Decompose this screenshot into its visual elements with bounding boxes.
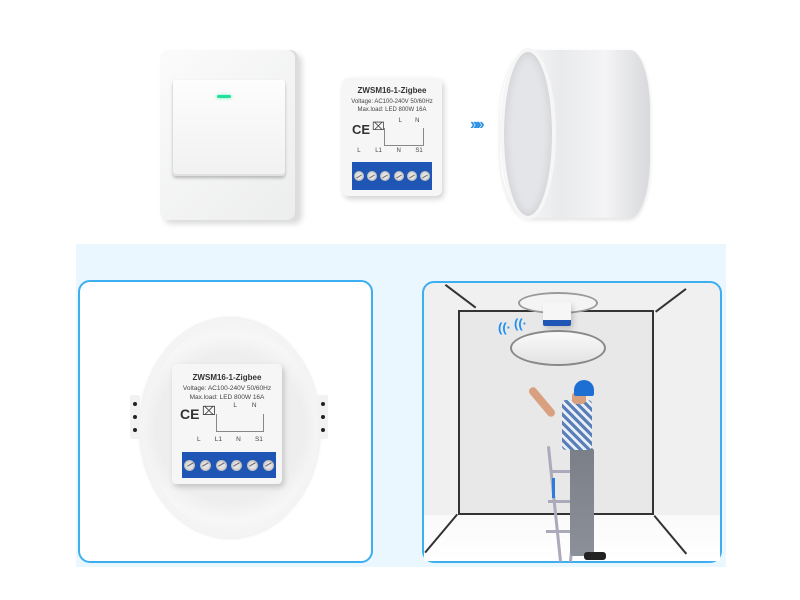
module-voltage: Voltage: AC100-240V 50/60Hz: [351, 99, 433, 105]
screw-icon: [184, 459, 196, 471]
module-model: ZWSM16-1-Zigbee: [357, 86, 427, 95]
smart-switch-module-installed: ZWSM16-1-Zigbee Voltage: AC100-240V 50/6…: [172, 364, 282, 484]
terminal-block: [182, 452, 276, 478]
worker-trousers: [570, 448, 594, 556]
box-mount-tab-right: [318, 395, 328, 439]
screw-icon: [199, 459, 211, 471]
ceiling-lamp-shade: [510, 330, 606, 366]
screw-icon: [353, 171, 364, 181]
module-max-load: Max.load: LED 800W 16A: [189, 394, 265, 401]
screw-icon: [393, 171, 404, 181]
ladder-step: [550, 470, 578, 473]
wireless-signal-icon: ((·: [514, 316, 527, 331]
wireless-signal-icon: ((·: [498, 320, 511, 335]
terminal-labels: L L1 N S1: [197, 436, 263, 443]
screw-icon: [231, 459, 243, 471]
module-voltage: Voltage: AC100-240V 50/60Hz: [182, 385, 272, 392]
module-max-load: Max.load: LED 800W 16A: [357, 107, 427, 113]
module-model: ZWSM16-1-Zigbee: [192, 373, 262, 382]
module-in-lamp: [543, 302, 571, 326]
terminal-labels: L L1 N S1: [357, 148, 423, 154]
arrow-right-icon: »»»: [470, 116, 485, 133]
junction-box-opening: [500, 48, 556, 220]
worker-boot: [584, 552, 606, 560]
smart-switch-module-top: ZWSM16-1-Zigbee Voltage: AC100-240V 50/6…: [342, 78, 442, 196]
screw-icon: [420, 171, 431, 181]
ladder-step: [548, 500, 582, 503]
wiring-diagram: [384, 128, 424, 146]
ce-mark: CE: [352, 122, 371, 137]
screw-icon: [380, 171, 391, 181]
terminal-block: [543, 320, 571, 326]
screw-icon: [215, 459, 227, 471]
ladder-step: [546, 530, 586, 533]
wiring-top-labels: L N: [233, 402, 257, 409]
screw-icon: [406, 171, 417, 181]
worker-hard-hat: [574, 380, 594, 396]
screw-icon: [246, 459, 258, 471]
box-mount-tab-left: [130, 395, 140, 439]
screw-icon: [262, 459, 274, 471]
ce-mark: CE: [180, 406, 200, 422]
wiring-diagram: [216, 414, 264, 432]
screw-icon: [366, 171, 377, 181]
wiring-top-labels: L N: [398, 118, 420, 124]
weee-bin-icon: ⌧: [202, 404, 216, 418]
ladder-blue-accent: [552, 478, 555, 498]
terminal-block: [352, 162, 432, 190]
switch-indicator-led: [217, 95, 231, 98]
worker-shirt: [562, 400, 592, 450]
weee-bin-icon: ⌧: [372, 121, 385, 133]
